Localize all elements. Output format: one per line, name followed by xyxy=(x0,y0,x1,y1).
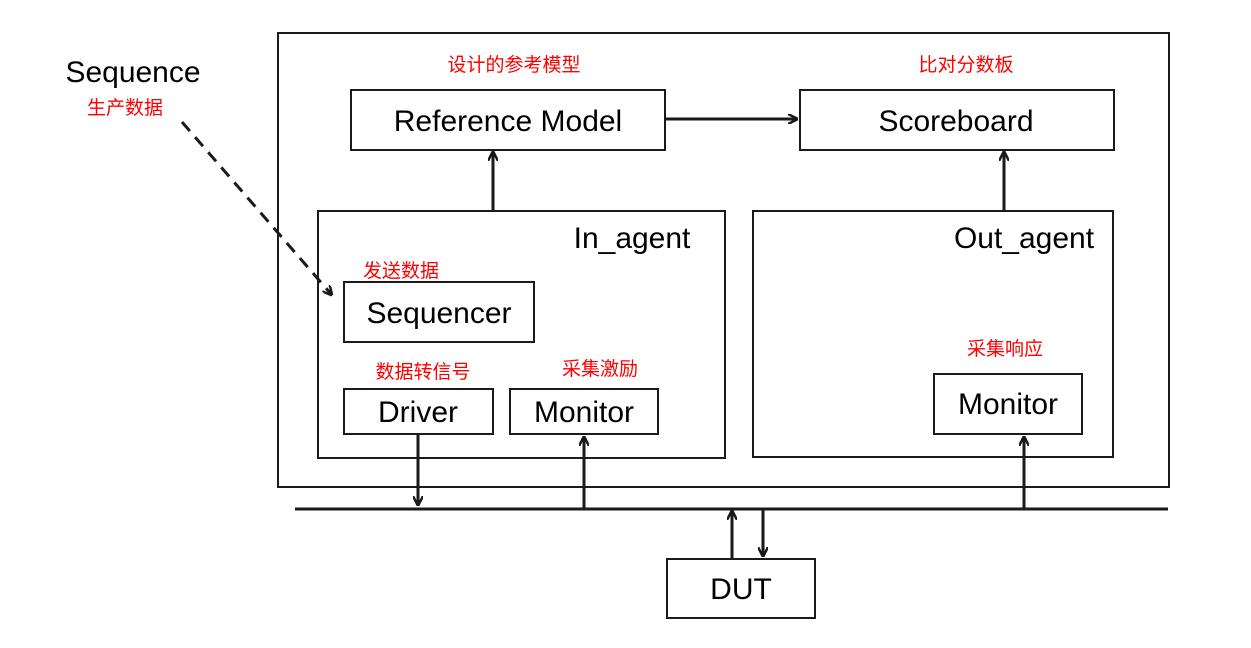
dut-label: DUT xyxy=(710,573,772,606)
in-monitor-box xyxy=(509,388,659,435)
out-agent-label: Out_agent xyxy=(954,222,1095,255)
sequencer-box xyxy=(343,281,535,343)
in-monitor-note: 采集激励 xyxy=(562,358,638,380)
scoreboard-note: 比对分数板 xyxy=(918,54,1013,76)
driver-note: 数据转信号 xyxy=(375,361,470,383)
reference-model-box xyxy=(350,89,666,151)
scoreboard-label: Scoreboard xyxy=(878,105,1033,138)
environment-container xyxy=(277,32,1170,488)
out-monitor-note: 采集响应 xyxy=(967,338,1043,360)
out-monitor-box xyxy=(933,373,1083,435)
in-agent-box xyxy=(317,210,726,459)
sequencer-note: 发送数据 xyxy=(363,260,439,282)
driver-label: Driver xyxy=(378,396,458,429)
out-monitor-label: Monitor xyxy=(958,388,1058,421)
reference-model-note: 设计的参考模型 xyxy=(447,54,580,76)
sequence-to-sequencer-arrow xyxy=(180,121,331,294)
in-monitor-label: Monitor xyxy=(534,396,634,429)
sequence-note: 生产数据 xyxy=(87,97,163,119)
in-agent-label: In_agent xyxy=(574,222,691,255)
out-agent-box xyxy=(752,210,1114,458)
scoreboard-box xyxy=(799,89,1115,151)
dut-box xyxy=(666,558,816,619)
sequence-label: Sequence xyxy=(65,56,200,89)
sequencer-label: Sequencer xyxy=(366,297,511,330)
reference-model-label: Reference Model xyxy=(394,105,622,138)
